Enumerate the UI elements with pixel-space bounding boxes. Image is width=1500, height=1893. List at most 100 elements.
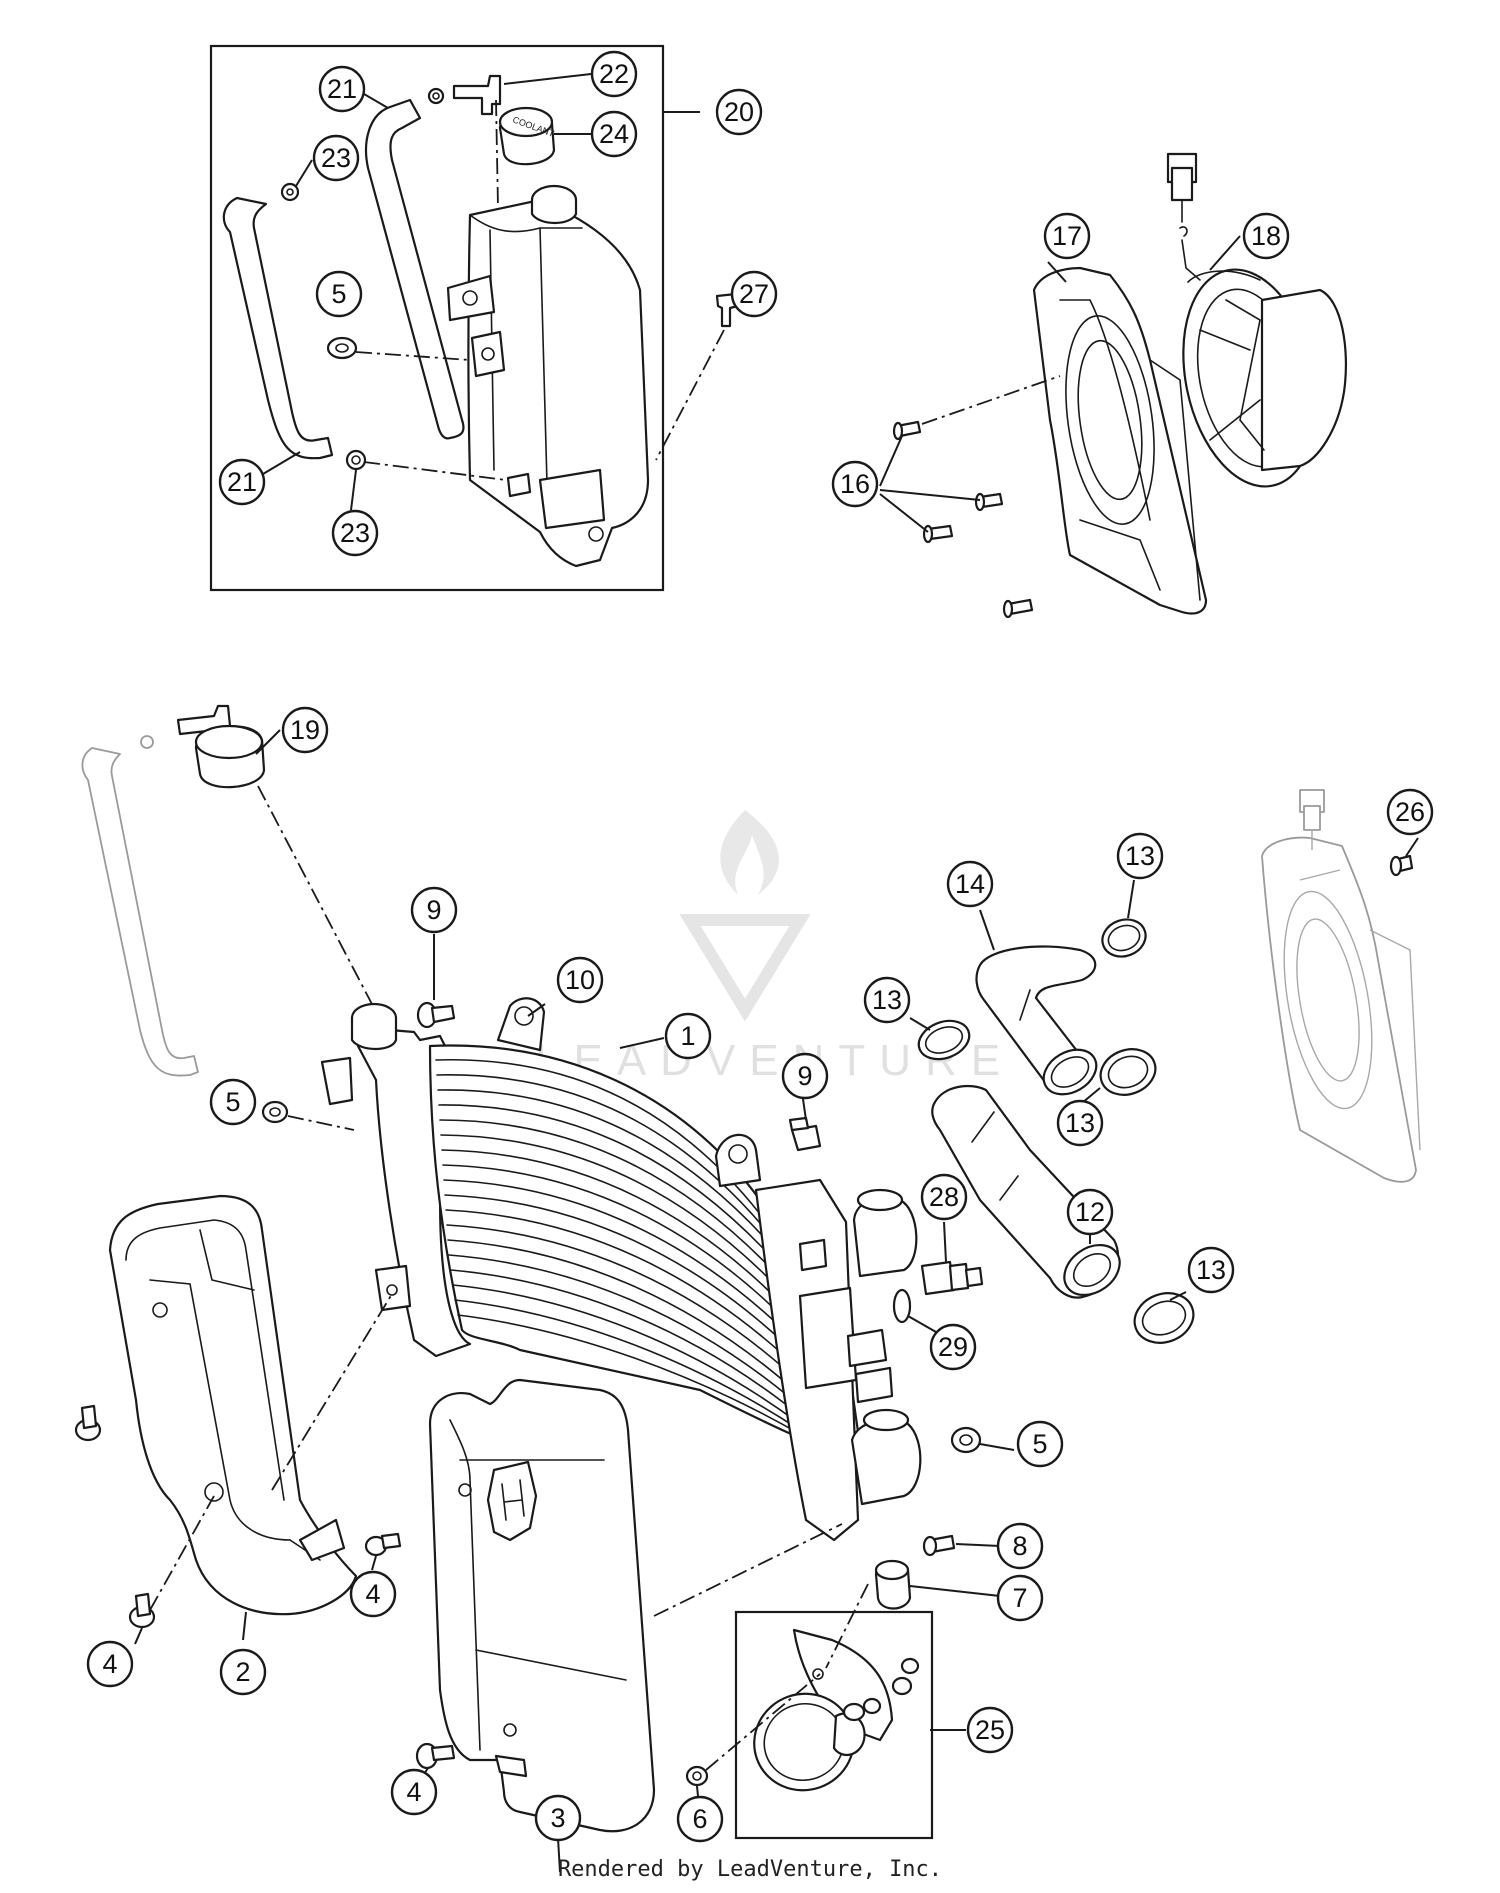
expansion-tank xyxy=(446,184,650,568)
horn-box xyxy=(734,1610,934,1840)
temperature-sensor xyxy=(920,1260,984,1296)
callout-17[interactable]: 17 xyxy=(1043,212,1091,260)
front-cover-screw xyxy=(415,1742,456,1770)
callout-14[interactable]: 14 xyxy=(946,860,994,908)
coolant-hose-left xyxy=(222,196,334,460)
callout-25[interactable]: 25 xyxy=(966,1706,1014,1754)
callout-13-mid[interactable]: 13 xyxy=(863,976,911,1024)
hose-clamp-b xyxy=(917,1019,971,1061)
grommet-top-dashline xyxy=(355,351,471,361)
callout-8[interactable]: 8 xyxy=(996,1522,1044,1570)
svg-text:5: 5 xyxy=(225,1087,240,1117)
grommet-left xyxy=(261,1100,289,1124)
callout-19[interactable]: 19 xyxy=(281,706,329,754)
sensor-o-ring xyxy=(892,1288,912,1324)
callout-5-left[interactable]: 5 xyxy=(209,1078,257,1126)
callout-5-top[interactable]: 5 xyxy=(315,270,363,318)
callout-4-right[interactable]: 4 xyxy=(349,1570,397,1618)
grommet-right xyxy=(950,1426,982,1454)
callout-13-lower[interactable]: 13 xyxy=(1187,1246,1235,1294)
radiator-bolt-upper xyxy=(416,1001,456,1029)
callout-4-bottom[interactable]: 4 xyxy=(390,1768,438,1816)
horn-group xyxy=(734,1610,934,1840)
fitting-dashline xyxy=(495,99,499,209)
callout-9-middle[interactable]: 9 xyxy=(781,1052,829,1100)
callout-21-upper[interactable]: 21 xyxy=(318,65,366,113)
svg-text:14: 14 xyxy=(955,869,985,899)
callout-29[interactable]: 29 xyxy=(929,1323,977,1371)
svg-text:13: 13 xyxy=(1065,1108,1095,1138)
radiator xyxy=(320,997,922,1542)
svg-text:2: 2 xyxy=(235,1657,250,1687)
mount-bolt xyxy=(922,1534,956,1557)
svg-text:12: 12 xyxy=(1075,1197,1105,1227)
fan-shroud xyxy=(1032,266,1208,615)
cover-mount-dashline xyxy=(271,1293,393,1491)
svg-text:7: 7 xyxy=(1012,1583,1027,1613)
callout-5-right[interactable]: 5 xyxy=(1016,1420,1064,1468)
horn-nut xyxy=(685,1765,709,1787)
callout-13-right[interactable]: 13 xyxy=(1056,1099,1104,1147)
hose-clamp-a xyxy=(1101,918,1147,958)
svg-text:23: 23 xyxy=(340,518,370,548)
callout-10[interactable]: 10 xyxy=(556,956,604,1004)
callout-12[interactable]: 12 xyxy=(1066,1188,1114,1236)
svg-text:21: 21 xyxy=(227,467,257,497)
svg-text:13: 13 xyxy=(872,985,902,1015)
clamp-lower-dashline xyxy=(363,461,507,481)
callout-22[interactable]: 22 xyxy=(590,50,638,98)
svg-text:18: 18 xyxy=(1251,221,1281,251)
callout-18[interactable]: 18 xyxy=(1242,212,1290,260)
svg-text:25: 25 xyxy=(975,1715,1005,1745)
svg-text:29: 29 xyxy=(938,1332,968,1362)
reference-fan-ghost xyxy=(1261,789,1421,1183)
expansion-tank-group: COOLANT xyxy=(209,44,740,592)
svg-text:4: 4 xyxy=(365,1579,380,1609)
grommet-top xyxy=(326,336,358,360)
shroud-screw-1 xyxy=(892,420,922,441)
callout-16[interactable]: 16 xyxy=(831,460,879,508)
callout-3[interactable]: 3 xyxy=(534,1794,582,1842)
svg-text:13: 13 xyxy=(1196,1255,1226,1285)
callout-20[interactable]: 20 xyxy=(715,88,763,136)
radiator-fins xyxy=(435,1058,841,1459)
shroud-screw-4 xyxy=(1002,598,1034,619)
svg-text:23: 23 xyxy=(321,143,351,173)
svg-text:28: 28 xyxy=(929,1182,959,1212)
callout-13-top[interactable]: 13 xyxy=(1116,832,1164,880)
callout-23-lower[interactable]: 23 xyxy=(331,509,379,557)
callout-27[interactable]: 27 xyxy=(730,270,778,318)
svg-text:22: 22 xyxy=(599,59,629,89)
callout-21-lower[interactable]: 21 xyxy=(218,458,266,506)
callout-26[interactable]: 26 xyxy=(1386,788,1434,836)
svg-text:24: 24 xyxy=(599,119,629,149)
fan-connector xyxy=(1166,152,1201,281)
radiator-filler-neck xyxy=(176,704,266,789)
cover-screw-right xyxy=(364,1532,402,1557)
filler-neck-dashline xyxy=(257,785,375,1009)
svg-text:27: 27 xyxy=(739,279,769,309)
callout-23-upper[interactable]: 23 xyxy=(312,134,360,182)
callout-28[interactable]: 28 xyxy=(920,1173,968,1221)
callout-24[interactable]: 24 xyxy=(590,110,638,158)
grommet-left-dashline xyxy=(287,1115,355,1131)
footer-credit: Rendered by LeadVenture, Inc. xyxy=(557,1857,943,1882)
screw-dashline xyxy=(921,375,1061,425)
rubber-spacer xyxy=(874,1559,912,1610)
expansion-tank-cap: COOLANT xyxy=(498,106,556,166)
hose-clamp-d xyxy=(1133,1292,1195,1344)
radiator-side-cover xyxy=(108,1194,358,1616)
svg-text:9: 9 xyxy=(797,1061,812,1091)
svg-text:26: 26 xyxy=(1395,797,1425,827)
callout-4-left[interactable]: 4 xyxy=(86,1640,134,1688)
callout-2[interactable]: 2 xyxy=(219,1648,267,1696)
svg-text:17: 17 xyxy=(1052,221,1082,251)
cover-screw-left xyxy=(74,1404,102,1442)
fan-assembly-top xyxy=(892,152,1347,619)
callout-1[interactable]: 1 xyxy=(664,1012,712,1060)
callout-9-upper[interactable]: 9 xyxy=(410,886,458,934)
callout-7[interactable]: 7 xyxy=(996,1574,1044,1622)
callout-6[interactable]: 6 xyxy=(676,1795,724,1843)
radiator-fan xyxy=(1182,268,1347,488)
